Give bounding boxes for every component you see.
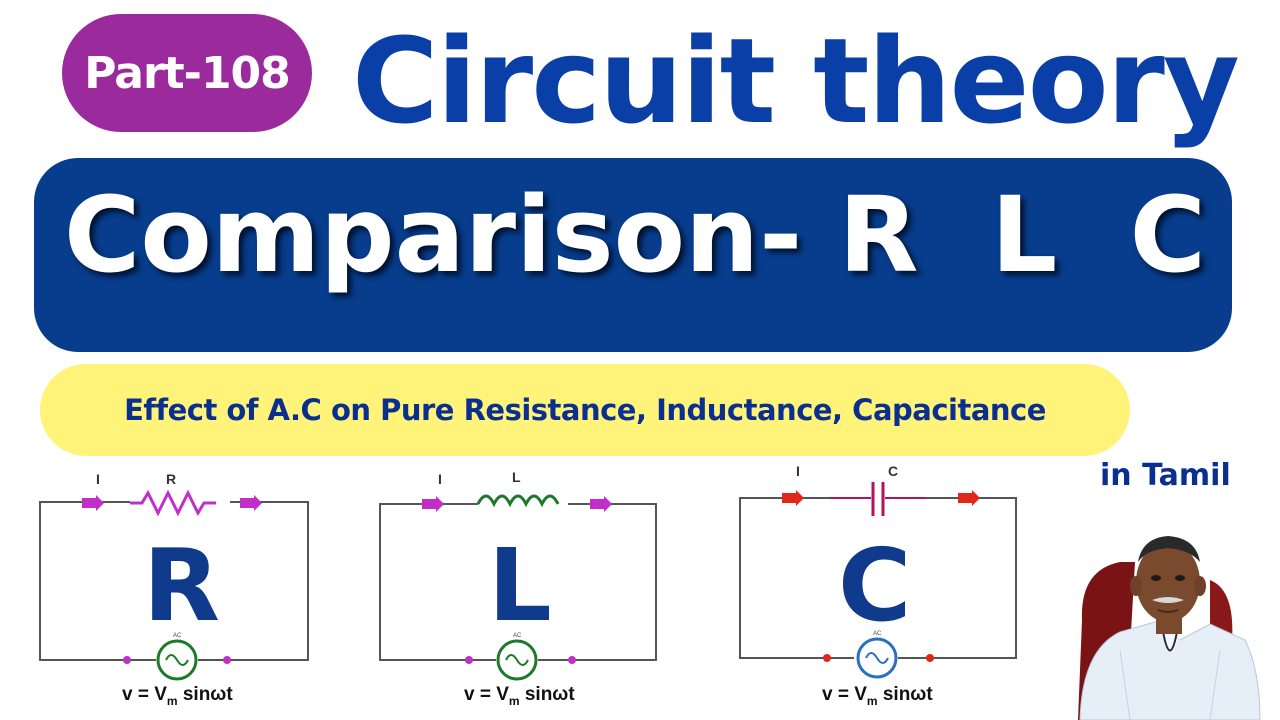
equation: v = Vm sinωt — [464, 684, 575, 708]
terminal-dot — [823, 654, 831, 662]
equation: v = Vm sinωt — [822, 684, 933, 708]
current-label: I — [796, 463, 800, 479]
arrow-right-icon — [958, 490, 980, 506]
equation-sub: m — [867, 694, 878, 708]
banner-label: Comparison- R L C — [64, 174, 1206, 296]
resistor-circuit: I R R AC v = Vm sinωt — [39, 471, 309, 708]
arrow-right-icon — [240, 495, 262, 511]
equation-sub: m — [509, 694, 520, 708]
capacitor-circuit: I C C AC v = Vm sinωt — [739, 463, 1017, 708]
face — [1136, 542, 1200, 622]
mustache — [1152, 597, 1184, 603]
component-label: L — [512, 469, 521, 485]
resistor-icon — [130, 489, 216, 517]
presenter-photo — [1078, 536, 1261, 720]
part-badge: Part-108 — [62, 14, 312, 132]
current-label: I — [438, 471, 442, 487]
subtitle-pill: Effect of A.C on Pure Resistance, Induct… — [40, 364, 1130, 456]
equation-prefix: v = V — [822, 684, 867, 705]
equation: v = Vm sinωt — [122, 684, 233, 708]
circuit-letter: L — [488, 527, 552, 644]
inductor-icon — [476, 494, 560, 508]
equation-suffix: sinωt — [520, 684, 576, 705]
terminal-dot — [926, 654, 934, 662]
arrow-right-icon — [782, 490, 804, 506]
equation-prefix: v = V — [122, 684, 167, 705]
equation-suffix: sinωt — [878, 684, 934, 705]
subtitle-text: Effect of A.C on Pure Resistance, Induct… — [124, 393, 1046, 427]
circuit-letter: R — [143, 527, 220, 644]
source-label: AC — [873, 631, 882, 637]
terminal-dot — [568, 656, 576, 664]
terminal-dot — [465, 656, 473, 664]
language-note: in Tamil — [1100, 458, 1231, 493]
terminal-dot — [223, 656, 231, 664]
terminal-dot — [123, 656, 131, 664]
arrow-right-icon — [422, 496, 444, 512]
page-title: Circuit theory — [352, 12, 1240, 150]
comparison-banner: Comparison- R L C — [34, 158, 1232, 352]
arrow-right-icon — [590, 496, 612, 512]
part-badge-label: Part-108 — [84, 47, 291, 99]
lanyard — [1161, 625, 1179, 652]
component-label: C — [888, 463, 898, 479]
component-label: R — [166, 471, 176, 487]
equation-sub: m — [167, 694, 178, 708]
current-label: I — [96, 471, 100, 487]
source-label: AC — [513, 633, 522, 639]
equation-suffix: sinωt — [178, 684, 234, 705]
equation-prefix: v = V — [464, 684, 509, 705]
source-label: AC — [173, 633, 182, 639]
arrow-right-icon — [82, 495, 104, 511]
inductor-circuit: I L L AC v = Vm sinωt — [379, 469, 657, 708]
hair — [1138, 536, 1200, 562]
circuit-letter: C — [838, 527, 911, 644]
